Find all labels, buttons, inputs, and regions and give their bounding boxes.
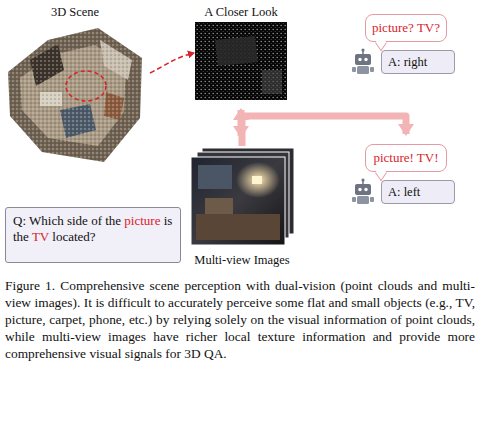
node-text: Multi-view Images — [186, 253, 298, 268]
closeup-point-cloud — [195, 22, 287, 100]
speech-bubble: picture! TV! — [365, 144, 447, 172]
point-cloud-scene — [8, 28, 142, 162]
node-text: picture? TV? — [372, 20, 440, 36]
node-text: 3D Scene — [0, 5, 150, 20]
robot-icon — [352, 48, 374, 74]
connector-arrow — [238, 110, 245, 136]
figure-caption: Figure 1. Comprehensive scene perception… — [5, 277, 475, 362]
node-text: picture! TV! — [373, 150, 438, 166]
connector-arrow — [242, 116, 406, 146]
robot-icon — [352, 178, 374, 204]
node-text: A Closer Look — [195, 5, 287, 20]
node-text: A: left — [388, 185, 420, 200]
multi-view-photos — [191, 148, 294, 245]
connector-arrow — [150, 53, 194, 73]
answer-box: A: left — [381, 180, 455, 204]
scene-panel: 3D Scene — [0, 5, 150, 165]
speech-bubble: picture? TV? — [365, 14, 447, 42]
question-box: Q: Which side of the picture is the TV l… — [5, 207, 181, 263]
node-text: A: right — [388, 55, 427, 70]
closeup-panel: A Closer Look — [195, 5, 287, 100]
node-text: Q: Which side of the picture is the TV l… — [13, 213, 173, 245]
multiview-panel: Multi-view Images — [186, 146, 298, 268]
answer-box: A: right — [381, 50, 455, 74]
